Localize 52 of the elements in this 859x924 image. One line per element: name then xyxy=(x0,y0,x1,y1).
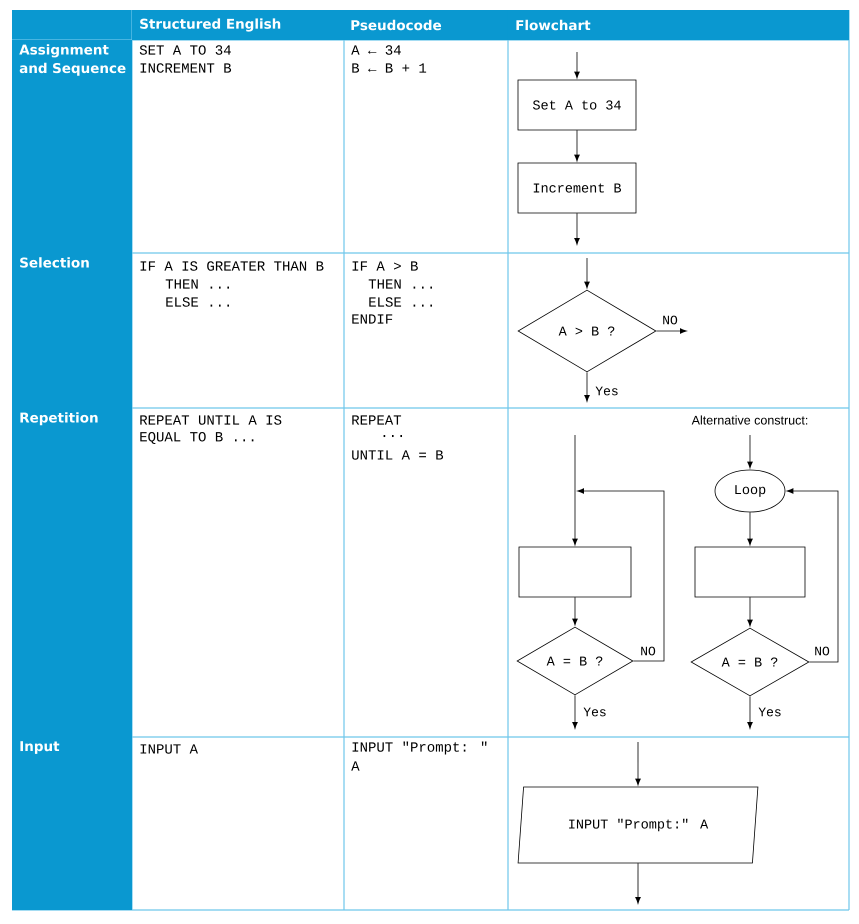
process-box xyxy=(694,546,806,598)
code-line: INPUT "Prompt: " xyxy=(352,741,486,755)
arrow xyxy=(574,52,580,78)
code-line: REPEAT xyxy=(352,415,402,425)
edge-label: Yes xyxy=(584,708,606,716)
code-line: A xyxy=(351,761,360,771)
process-box: Increment B xyxy=(518,162,636,214)
code-line: ENDIF xyxy=(352,314,392,324)
input-parallelogram: INPUT "Prompt:" A xyxy=(518,786,758,864)
code-line: IF A > B xyxy=(352,261,418,271)
code-line: UNTIL A = B xyxy=(352,450,444,460)
arrow xyxy=(574,130,580,162)
code-line: ELSE ... xyxy=(166,297,229,307)
edge-label: Yes xyxy=(596,386,618,396)
edge-label: NO xyxy=(663,316,678,324)
arrow xyxy=(635,742,641,786)
code-line: SET A TO 34 xyxy=(140,45,231,55)
arrow xyxy=(572,434,578,546)
code-line: IF A IS GREATER THAN B xyxy=(140,261,324,271)
code-line: ... xyxy=(384,435,402,438)
arrow xyxy=(574,213,580,245)
code-line: B ← B + 1 xyxy=(352,63,426,73)
arrow xyxy=(656,328,687,334)
header-cell: Structured English xyxy=(132,10,344,40)
code-line: REPEAT UNTIL A IS xyxy=(140,415,282,425)
code-line: THEN ... xyxy=(368,279,432,289)
arrow xyxy=(577,488,664,662)
arrow xyxy=(584,372,590,402)
process-box: Set A to 34 xyxy=(518,80,636,130)
arrow xyxy=(572,695,578,729)
code-line: INPUT A xyxy=(140,744,198,754)
code-line: INCREMENT B xyxy=(140,63,232,73)
code-line: A ← 34 xyxy=(351,45,401,55)
arrow xyxy=(747,434,753,468)
arrow xyxy=(635,863,641,904)
arrow xyxy=(584,258,590,288)
process-box xyxy=(518,546,632,598)
header-cell: Pseudocode xyxy=(344,10,508,40)
arrow xyxy=(747,696,753,729)
edge-label: Yes xyxy=(758,708,781,716)
arrow xyxy=(747,597,753,626)
code-line: EQUAL TO B ... xyxy=(140,432,254,444)
arrow xyxy=(572,597,578,626)
arrow xyxy=(786,488,838,662)
code-line: THEN ... xyxy=(166,279,229,289)
row-heading-cell: Selection xyxy=(12,253,132,408)
arrow xyxy=(747,512,753,546)
row-heading-cell: Input xyxy=(12,737,132,910)
edge-label: NO xyxy=(641,646,656,656)
edge-label: NO xyxy=(815,646,830,656)
note-text: Alternative construct: xyxy=(692,415,808,425)
code-line: ELSE ... xyxy=(369,297,432,307)
